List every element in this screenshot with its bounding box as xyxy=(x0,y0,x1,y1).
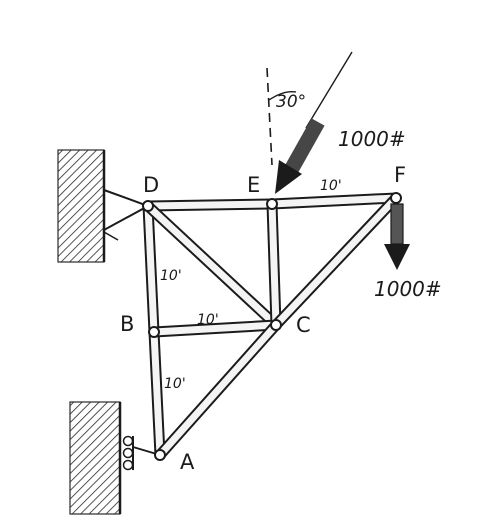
node-label-d: D xyxy=(143,173,159,197)
dim-label-ef: 10' xyxy=(320,178,342,194)
node-label-a: A xyxy=(180,450,195,474)
joint-a xyxy=(154,449,166,461)
dim-label-bc: 10' xyxy=(197,312,219,328)
member-ca xyxy=(154,319,282,461)
member-ef xyxy=(266,192,402,210)
angle-label: 30° xyxy=(276,92,306,112)
member-de xyxy=(142,198,278,212)
load-direction-line xyxy=(305,51,353,129)
load-arrow-e xyxy=(275,118,325,194)
joint-f xyxy=(390,192,402,204)
truss-joints xyxy=(142,192,402,461)
node-label-c: C xyxy=(296,313,311,337)
joint-e xyxy=(266,198,278,210)
joint-b xyxy=(148,326,160,338)
vertical-reference-line xyxy=(266,67,273,166)
node-label-e: E xyxy=(247,173,260,197)
joint-d xyxy=(142,200,154,212)
node-label-f: F xyxy=(394,163,406,187)
angle-arc xyxy=(268,91,297,101)
node-label-b: B xyxy=(120,312,134,336)
member-ba xyxy=(148,326,166,461)
truss-members xyxy=(142,192,402,461)
member-db xyxy=(142,200,160,338)
joint-c xyxy=(270,319,282,331)
load-label-vertical: 1000# xyxy=(374,277,442,301)
load-arrow-f xyxy=(384,203,410,270)
inclined-load xyxy=(266,51,353,194)
pin-support-d xyxy=(103,188,151,241)
member-ec xyxy=(266,198,282,331)
dim-label-db: 10' xyxy=(160,268,182,284)
dim-label-ba: 10' xyxy=(164,376,186,392)
member-bc xyxy=(148,319,282,338)
wall-support-top xyxy=(57,149,106,263)
member-dc xyxy=(142,200,282,331)
member-fc xyxy=(270,192,402,331)
load-label-inclined: 1000# xyxy=(338,127,406,151)
wall-support-bottom xyxy=(69,401,122,515)
